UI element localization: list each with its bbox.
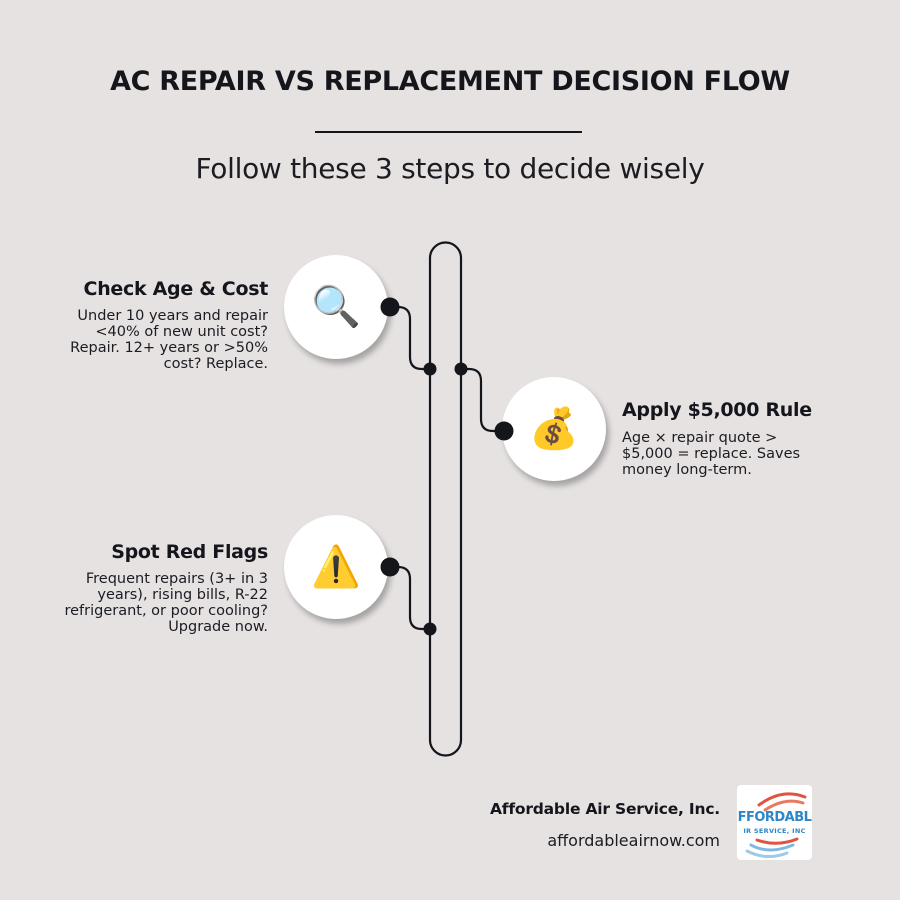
company-name: Affordable Air Service, Inc.: [490, 800, 720, 818]
step-2-description: Age × repair quote > $5,000 = replace. S…: [622, 430, 801, 478]
step-1-icon-circle: 🔍: [284, 255, 388, 359]
page-title: AC REPAIR VS REPLACEMENT DECISION FLOW: [110, 66, 790, 97]
step-2-title: Apply $5,000 Rule: [622, 399, 812, 421]
title-divider: [315, 131, 582, 133]
warning-icon: ⚠️: [311, 545, 361, 589]
step-3-icon-circle: ⚠️: [284, 515, 388, 619]
magnifying-glass-icon: 🔍: [311, 285, 361, 329]
company-logo: FFORDABL IR SERVICE, INC: [737, 785, 812, 860]
logo-subtext: IR SERVICE, INC: [743, 827, 806, 835]
step-1-title: Check Age & Cost: [83, 278, 269, 300]
step-3-description: Frequent repairs (3+ in 3 years), rising…: [64, 571, 268, 635]
logo-swoosh-icon: [745, 792, 807, 858]
step-1-description: Under 10 years and repair <40% of new un…: [70, 308, 268, 372]
step-2-icon-circle: 💰: [502, 377, 606, 481]
logo-text: FFORDABL: [737, 810, 812, 825]
step-3-title: Spot Red Flags: [111, 541, 268, 563]
money-bag-icon: 💰: [529, 407, 579, 451]
page-subtitle: Follow these 3 steps to decide wisely: [195, 152, 705, 185]
website-link[interactable]: affordableairnow.com: [547, 831, 720, 850]
